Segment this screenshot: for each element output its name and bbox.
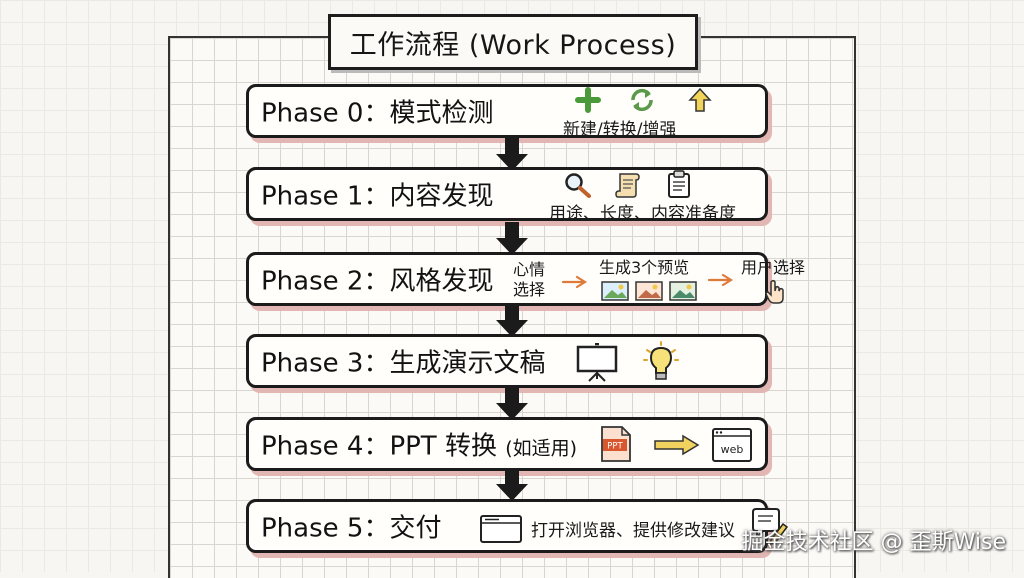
right-arrow-icon bbox=[707, 273, 734, 287]
phase-1-label: Phase 1：内容发现 bbox=[261, 181, 494, 212]
phase-4-label-wrap: Phase 4：PPT 转换 (如适用) bbox=[261, 426, 577, 463]
lightbulb-icon bbox=[643, 341, 679, 380]
down-arrow-2 bbox=[496, 304, 528, 337]
presentation-board-icon bbox=[576, 343, 618, 382]
phase-0-box: Phase 0：模式检测 新建/转换/增强 bbox=[246, 84, 768, 140]
hand-pointer-icon bbox=[765, 279, 784, 304]
right-arrow-icon bbox=[561, 275, 588, 289]
phase-2-step-previews: 生成3个预览 bbox=[599, 258, 690, 277]
phase-5-caption: 打开浏览器、提供修改建议 bbox=[531, 521, 735, 541]
phase-2-step-select: 选择 bbox=[513, 280, 546, 299]
phase-2-label: Phase 2：风格发现 bbox=[261, 266, 494, 297]
phase-4-label-suffix: (如适用) bbox=[505, 437, 578, 460]
plus-icon bbox=[575, 87, 601, 113]
phase-5-box: Phase 5：交付 打开浏览器、提供修改建议 bbox=[246, 499, 789, 553]
phase-5-label: Phase 5：交付 bbox=[261, 513, 442, 544]
phase-4-box: Phase 4：PPT 转换 (如适用) PPT web bbox=[246, 417, 768, 471]
watermark: 掘金技术社区 @ 歪斯Wise bbox=[741, 530, 1006, 555]
phase-3-label: Phase 3：生成演示文稿 bbox=[261, 348, 546, 379]
image-icon bbox=[601, 281, 629, 301]
clipboard-icon bbox=[668, 170, 690, 198]
down-arrow-0 bbox=[496, 138, 528, 171]
phase-1-caption: 用途、长度、内容准备度 bbox=[549, 204, 736, 224]
diagram-title-text: 工作流程 (Work Process) bbox=[349, 29, 677, 61]
down-arrow-1 bbox=[496, 222, 528, 255]
pencil-note-icon bbox=[752, 508, 789, 545]
phase-0-caption: 新建/转换/增强 bbox=[563, 120, 677, 140]
ppt-badge-text: PPT bbox=[607, 442, 623, 452]
image-icon bbox=[635, 281, 663, 301]
diagram-title: 工作流程 (Work Process) bbox=[328, 14, 698, 70]
right-arrow-icon bbox=[654, 434, 700, 456]
web-badge-text: web bbox=[721, 443, 744, 456]
scroll-icon bbox=[615, 173, 640, 198]
ppt-file-icon: PPT bbox=[601, 426, 631, 462]
phase-2-step-mood: 心情 bbox=[513, 260, 546, 279]
up-arrow-icon bbox=[688, 87, 712, 112]
magnifier-icon bbox=[565, 173, 591, 198]
browser-window-icon bbox=[480, 515, 522, 543]
down-arrow-3 bbox=[496, 387, 528, 420]
phase-1-box: Phase 1：内容发现 用途、长度、内容准备度 bbox=[246, 167, 768, 224]
phase-2-box: Phase 2：风格发现 心情 选择 生成3个预览 用户选择 bbox=[246, 252, 805, 306]
web-browser-icon: web bbox=[712, 428, 752, 462]
down-arrow-4 bbox=[496, 468, 528, 501]
image-icon bbox=[669, 281, 697, 301]
refresh-icon bbox=[631, 88, 653, 112]
phase-4-label: Phase 4：PPT 转换 bbox=[261, 431, 497, 462]
phase-3-box: Phase 3：生成演示文稿 bbox=[246, 334, 768, 388]
phase-2-step-user-select: 用户选择 bbox=[741, 258, 806, 277]
phase-0-label: Phase 0：模式检测 bbox=[261, 98, 494, 129]
